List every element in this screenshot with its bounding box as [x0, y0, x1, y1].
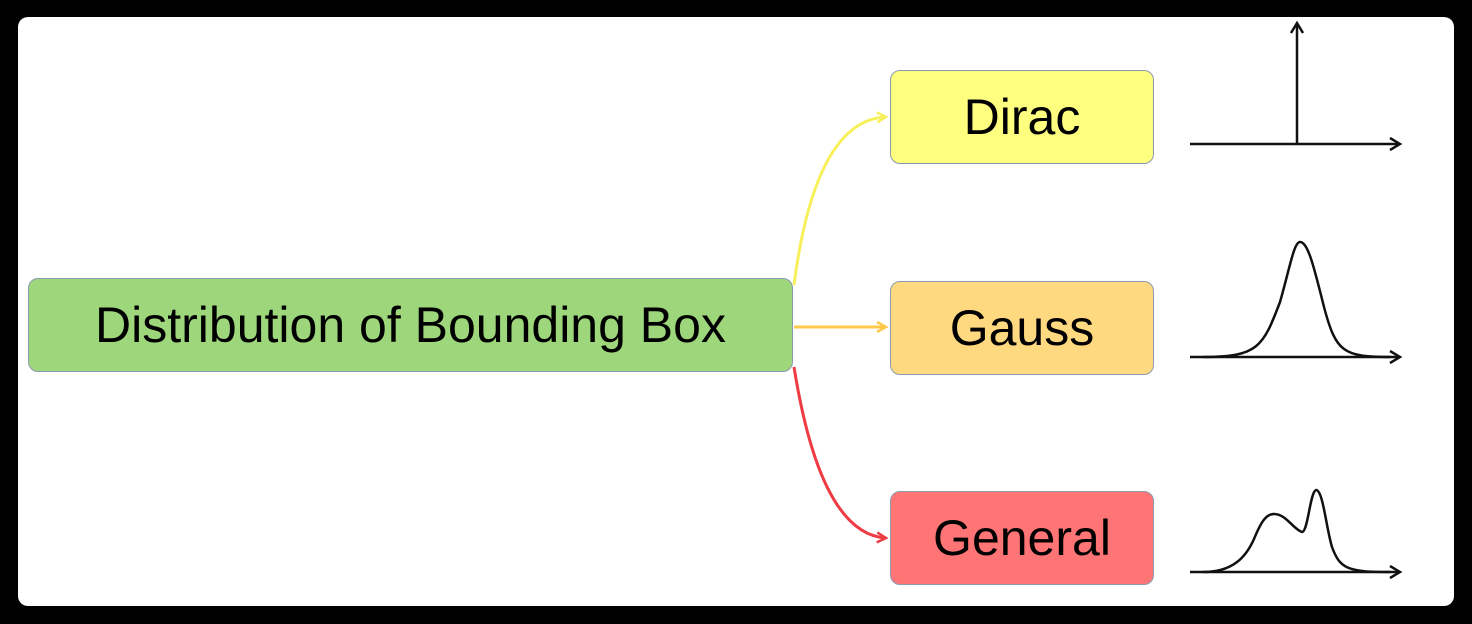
bimodal-curve-icon [1190, 488, 1403, 580]
dirac-delta-icon [1190, 20, 1403, 152]
node-general: General [890, 491, 1154, 585]
node-dirac: Dirac [890, 70, 1154, 164]
node-gauss: Gauss [890, 281, 1154, 375]
gaussian-curve-icon [1190, 240, 1403, 365]
edge-to-dirac [792, 117, 886, 286]
diagram-canvas: Distribution of Bounding Box Dirac Gauss… [18, 17, 1454, 606]
root-node: Distribution of Bounding Box [28, 278, 793, 372]
edge-to-general [792, 366, 886, 538]
